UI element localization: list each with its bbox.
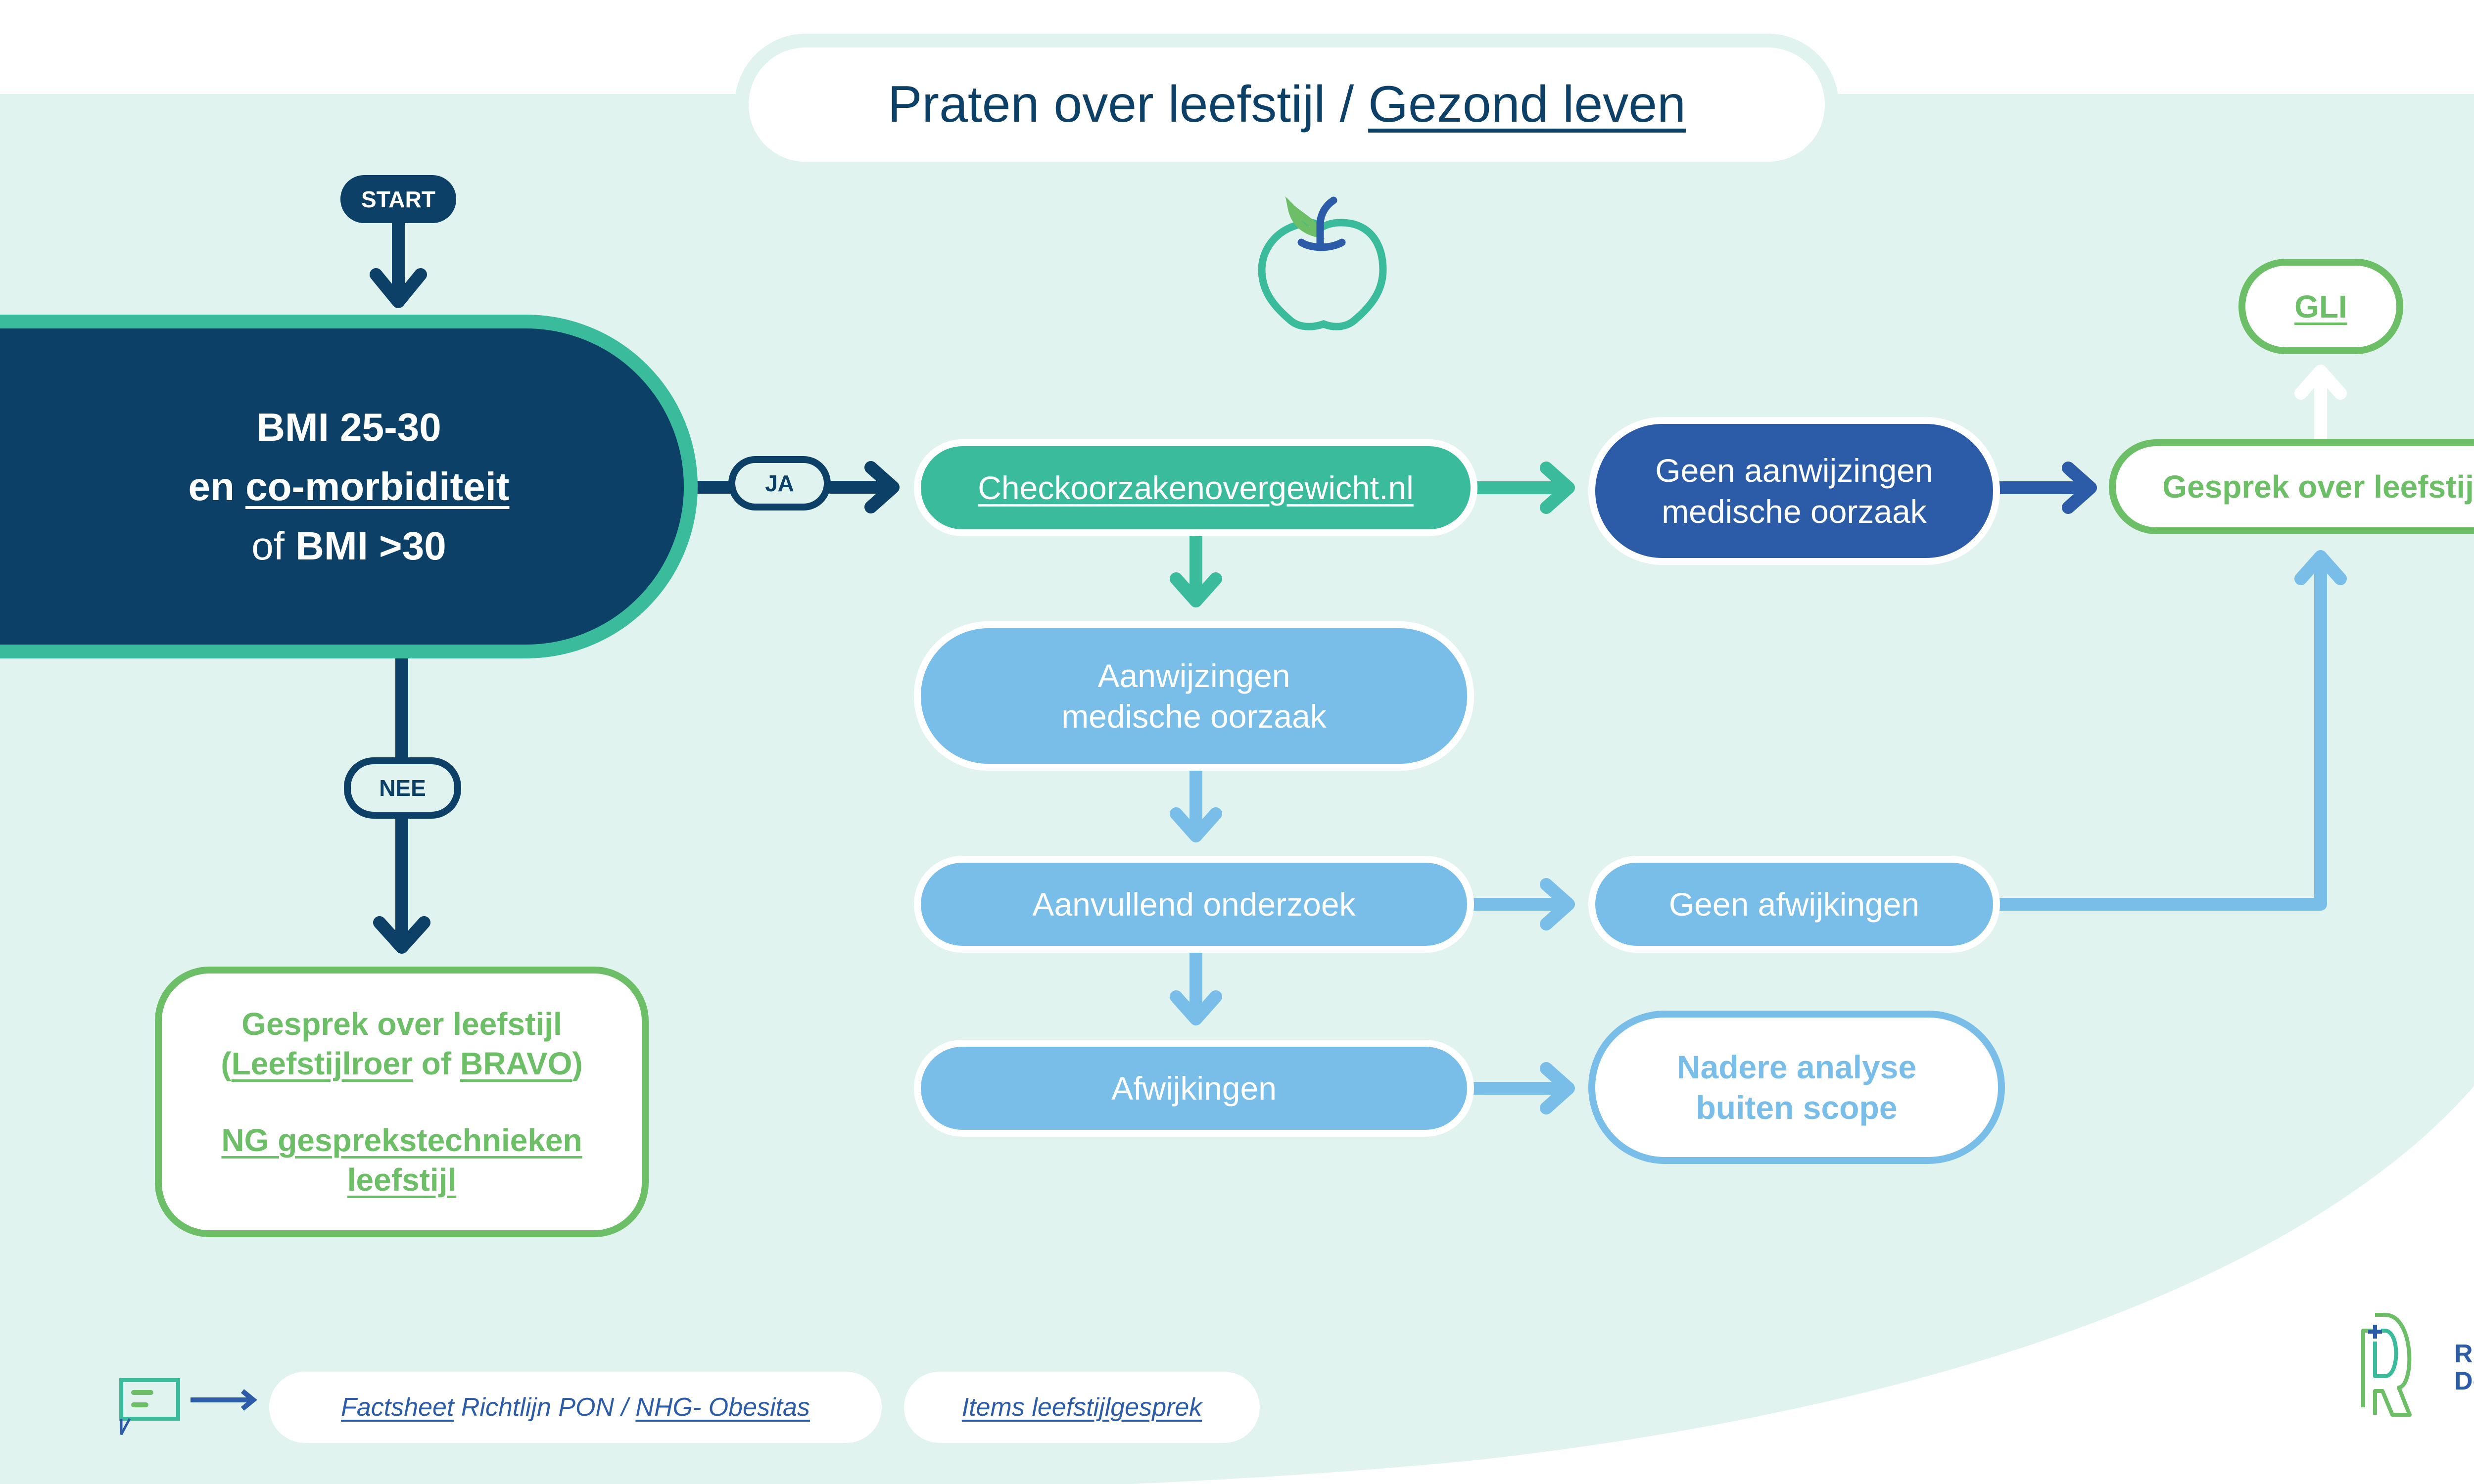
ng-link-line1[interactable]: NG gesprekstechnieken: [221, 1122, 582, 1158]
criteria-line1: BMI 25-30: [256, 405, 441, 449]
factsheet-pill: Factsheet Richtlijn PON / NHG- Obesitas: [269, 1372, 882, 1443]
medical-indication-node: Aanwijzingen medische oorzaak: [914, 621, 1474, 771]
no-medical-indication-node: Geen aanwijzingen medische oorzaak: [1588, 417, 2000, 565]
arrow-abnormalities-to-analysis: [1468, 1062, 1575, 1114]
ng-link-line2[interactable]: leefstijl: [347, 1162, 457, 1198]
title-prefix: Praten over leefstijl /: [888, 76, 1369, 133]
gli-node: GLI: [2238, 259, 2403, 354]
items-pill: Items leefstijlgesprek: [904, 1372, 1260, 1443]
criteria-line2-prefix: en: [188, 464, 246, 509]
arrow-start-to-criteria: [370, 217, 427, 308]
arrow-talk-to-gli: [2294, 365, 2347, 446]
no-label: NEE: [344, 757, 461, 819]
richtlijn-pon-text: Richtlijn PON /: [454, 1393, 636, 1422]
criteria-line3-bmi: BMI >30: [295, 523, 446, 568]
yes-label: JA: [728, 456, 831, 510]
bravo-link[interactable]: BRAVO: [460, 1046, 572, 1081]
abnormalities-node: Afwijkingen: [914, 1040, 1474, 1137]
arrow-no: [373, 652, 430, 954]
factsheet-link[interactable]: Factsheet: [341, 1393, 454, 1422]
paren-close: ): [572, 1046, 583, 1081]
logo-line2: Dokters: [2454, 1366, 2474, 1395]
arrow-research-to-no-abnormalities: [1468, 878, 1575, 930]
of-text: of: [413, 1046, 460, 1081]
nhg-obesitas-link[interactable]: NHG- Obesitas: [635, 1393, 810, 1422]
gezond-leven-link[interactable]: Gezond leven: [1368, 76, 1686, 133]
co-morbiditeit-link[interactable]: co-morbiditeit: [245, 464, 510, 509]
rijnmond-dokters-logo-mark: [2361, 1313, 2412, 1417]
logo-line1: Rijnmond: [2454, 1340, 2474, 1368]
analysis-line1: Nadere analyse: [1676, 1048, 1917, 1085]
start-badge: START: [340, 175, 456, 223]
footer-arrow-icon: [190, 1389, 257, 1411]
no-indication-line2: medische oorzaak: [1662, 493, 1927, 530]
no-indication-line1: Geen aanwijzingen: [1655, 452, 1933, 489]
chat-bubble-icon: [119, 1378, 180, 1436]
criteria-box: BMI 25-30 en co-morbiditeit of BMI >30: [0, 315, 698, 658]
no-abnormalities-node: Geen afwijkingen: [1588, 856, 2000, 953]
arrow-research-to-abnormalities: [1170, 946, 1222, 1025]
page-title: Praten over leefstijl / Gezond leven: [749, 47, 1825, 162]
analysis-line2: buiten scope: [1696, 1089, 1898, 1126]
further-analysis-node: Nadere analyse buiten scope: [1588, 1011, 2005, 1164]
lifestyle-talk-node-left: Gesprek over leefstijl (Leefstijlroer of…: [155, 967, 649, 1237]
apple-icon: [1258, 196, 1387, 330]
arrow-no-indication-to-talk: [1994, 462, 2097, 514]
leefstijlroer-link[interactable]: Leefstijlroer: [231, 1046, 413, 1081]
rijnmond-dokters-logo: Rijnmond Dokters: [2454, 1341, 2474, 1394]
items-leefstijlgesprek-link[interactable]: Items leefstijlgesprek: [961, 1393, 1202, 1422]
indication-line2: medische oorzaak: [1061, 698, 1327, 735]
gli-link[interactable]: GLI: [2294, 288, 2347, 325]
arrow-yes: [691, 461, 900, 513]
arrow-check-to-indication: [1170, 530, 1222, 607]
arrow-check-to-no-indication: [1471, 462, 1575, 514]
indication-line1: Aanwijzingen: [1097, 657, 1290, 694]
criteria-line3-of: of: [251, 523, 296, 568]
ng-gesprekstechnieken-link[interactable]: NG gesprekstechnieken leefstijl: [221, 1120, 582, 1200]
talk-left-line1: Gesprek over leefstijl: [241, 1006, 562, 1042]
extra-research-node: Aanvullend onderzoek: [914, 856, 1474, 953]
arrow-indication-to-research: [1170, 764, 1222, 842]
paren-open: (: [221, 1046, 232, 1081]
checkoorzakenovergewicht-link[interactable]: Checkoorzakenovergewicht.nl: [978, 469, 1414, 506]
lifestyle-talk-node-right: Gesprek over leefstijl: [2109, 439, 2474, 534]
check-causes-node: Checkoorzakenovergewicht.nl: [914, 439, 1477, 536]
arrow-no-abnormalities-to-talk: [1994, 550, 2347, 911]
